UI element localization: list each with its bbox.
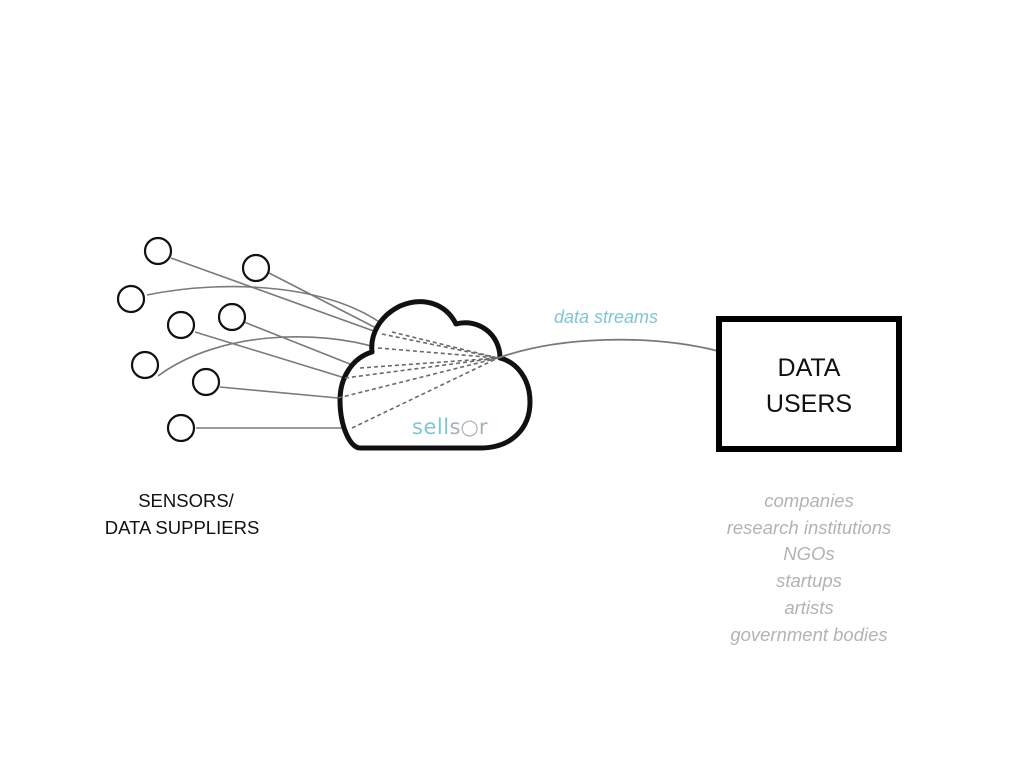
cloud-internal-dashed-lines — [337, 331, 499, 429]
data-users-title-line1: DATA — [778, 354, 841, 382]
sensor-connection-line — [170, 257, 383, 335]
sensor-connections — [146, 257, 393, 429]
sensor-connection-line — [268, 272, 381, 331]
brand-text-s: s — [450, 415, 461, 439]
brand-text-r: r — [479, 415, 488, 439]
dashed-connection-line — [351, 357, 499, 429]
data-users-box — [716, 316, 902, 452]
sensor-node — [143, 236, 173, 266]
user-type-item: government bodies — [730, 624, 887, 645]
sensors-label-line1: SENSORS/ — [138, 490, 234, 511]
sensor-node — [130, 350, 160, 380]
sensor-connection-line — [243, 321, 361, 369]
user-type-item: startups — [776, 570, 842, 591]
sensors-group — [116, 236, 271, 443]
sensor-node — [166, 310, 196, 340]
user-type-item: NGOs — [783, 543, 834, 564]
user-type-item: artists — [784, 597, 833, 618]
dashed-connection-line — [377, 347, 499, 359]
sensor-node — [191, 367, 221, 397]
user-type-item: research institutions — [727, 517, 892, 538]
sensor-connection-line — [194, 331, 346, 379]
sensors-label-line2: DATA SUPPLIERS — [105, 517, 260, 538]
sellsor-logo-text: sells○r — [412, 415, 488, 439]
brand-text-sell: sell — [412, 415, 450, 439]
data-user-types-list: companies research institutions NGOs sta… — [727, 490, 892, 645]
sensor-connection-line — [146, 285, 393, 333]
user-type-item: companies — [764, 490, 853, 511]
sensor-connection-line — [219, 386, 339, 399]
data-users-title-line2: USERS — [766, 390, 852, 418]
sellsor-cloud — [337, 299, 533, 451]
sensor-node — [241, 253, 271, 283]
dashed-connection-line — [359, 357, 499, 369]
dashed-connection-line — [344, 357, 499, 379]
data-stream-line — [497, 338, 719, 359]
sensor-connection-line — [157, 336, 379, 377]
sensor-node — [166, 413, 196, 443]
data-streams-label: data streams — [554, 307, 658, 327]
sensor-node — [217, 302, 247, 332]
dashed-connection-line — [381, 333, 499, 359]
brand-text-o-glyph: ○ — [460, 415, 478, 439]
sensor-node — [116, 284, 146, 314]
